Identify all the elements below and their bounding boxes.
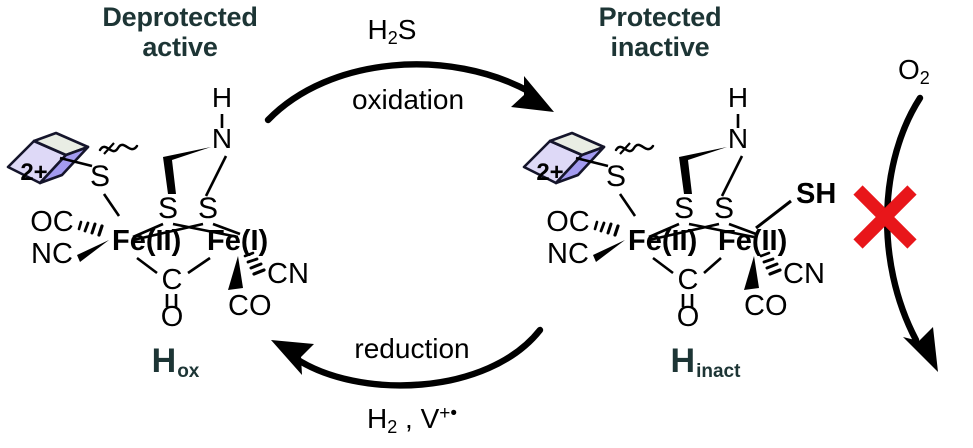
metal-fe2-right-a: Fe(II) <box>628 225 697 257</box>
bridging-sulfur-right-b: S <box>714 192 734 225</box>
reagent-viologen-charge: +• <box>439 403 458 424</box>
metal-fe2-right-b: Fe(II) <box>718 225 787 257</box>
cysteine-sulfur-right: S <box>606 160 626 193</box>
reagent-o2-base: O <box>898 54 920 85</box>
solid-wedge-co-right <box>744 256 759 290</box>
bridging-oxygen-right: O <box>677 301 700 333</box>
bridging-sulfur-left-a: S <box>158 192 178 225</box>
protein-chain-squiggle-left <box>98 143 139 153</box>
solid-wedge-nc-left <box>77 240 109 262</box>
reagent-label-h2s: H2S <box>332 14 452 48</box>
reduction-arrow <box>271 326 544 389</box>
ligand-oc-left: OC <box>30 206 74 238</box>
bridging-sulfur-left-b: S <box>198 192 218 225</box>
hash-wedge-cn-right <box>759 251 782 276</box>
reagent-o2-sub: 2 <box>919 68 930 88</box>
reagent-h2s-tail: S <box>397 14 417 45</box>
bridging-oxygen-left: O <box>161 301 184 333</box>
adt-wedge-right <box>679 147 727 194</box>
blocked-x-icon <box>853 185 917 249</box>
oxidation-arrow <box>264 61 554 124</box>
hash-wedge-oc-left <box>77 220 104 237</box>
bridging-carbon-right: C <box>678 264 699 296</box>
state-name-hinact-sub: inact <box>696 361 741 382</box>
hash-wedge-cn-left <box>243 251 266 276</box>
h-cluster-right: 2+ S H N S S Fe(II) Fe(II) OC <box>522 82 836 333</box>
reagent-label-h2-viologen: H2 , V+• <box>327 403 497 437</box>
process-label-oxidation: oxidation <box>351 84 465 115</box>
charge-label-right: 2+ <box>536 159 563 186</box>
state-name-hox-sub: ox <box>177 361 200 382</box>
protein-chain-squiggle-right <box>614 143 655 153</box>
state-name-hinact: Hinact <box>620 344 790 384</box>
adt-wedge-left <box>163 147 211 194</box>
state-name-hinact-base: H <box>670 342 696 380</box>
state-title-left: Deprotected active <box>102 2 258 62</box>
metal-fe2-left: Fe(II) <box>112 225 181 257</box>
solid-wedge-co-left <box>228 256 243 290</box>
state-title-right: Protected inactive <box>598 2 722 62</box>
ligand-nc-left: NC <box>31 238 73 270</box>
ligand-co-left: CO <box>228 290 272 322</box>
adt-hydrogen-right: H <box>728 82 748 113</box>
state-name-hox-base: H <box>151 342 177 380</box>
ligand-co-right: CO <box>744 290 788 322</box>
ligand-cn-left: CN <box>267 258 309 290</box>
process-label-reduction: reduction <box>354 333 470 364</box>
hash-wedge-oc-right <box>593 220 620 237</box>
reagent-separator: , <box>397 403 421 434</box>
reagent-h2s-base: H <box>367 14 388 45</box>
ligand-sh-right: SH <box>796 178 836 210</box>
state-name-hox: Hox <box>105 344 245 384</box>
adt-nitrogen-right: N <box>728 123 748 154</box>
adt-nitrogen-left: N <box>212 123 232 154</box>
reagent-viologen: V <box>420 403 440 434</box>
charge-label-left: 2+ <box>20 159 47 186</box>
ligand-nc-right: NC <box>547 238 589 270</box>
cysteine-sulfur-left: S <box>90 160 110 193</box>
reagent-h2s-sub: 2 <box>387 28 398 48</box>
metal-fe1-left: Fe(I) <box>207 225 268 257</box>
bridging-sulfur-right-a: S <box>674 192 694 225</box>
reagent-h2-base: H <box>366 403 388 434</box>
solid-wedge-nc-right <box>593 240 625 262</box>
reagent-label-o2: O2 <box>898 54 968 88</box>
h-cluster-left: 2+ S H N S S <box>6 82 309 333</box>
adt-hydrogen-left: H <box>212 82 232 113</box>
reagent-h2-sub: 2 <box>387 417 398 437</box>
ligand-oc-right: OC <box>546 206 590 238</box>
bridging-carbon-left: C <box>162 264 183 296</box>
ligand-cn-right: CN <box>783 258 825 290</box>
